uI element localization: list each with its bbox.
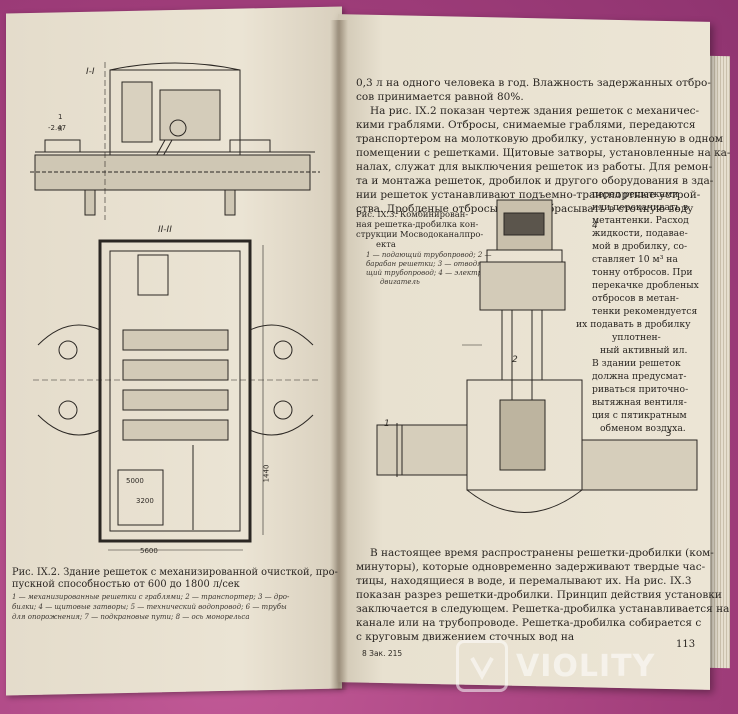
body-line: та и монтажа решеток, дробилок и другого… — [356, 175, 714, 187]
figure-legend-line: барабан решетки; 3 — отводя- — [366, 260, 485, 268]
plan-drawing — [33, 239, 318, 551]
section-mark-left-2: II — [58, 125, 63, 133]
side-line: жидкости, подавае- — [592, 228, 688, 239]
section-drawing-top: -2.47 — [30, 62, 320, 220]
book-gutter — [330, 20, 348, 690]
section-label-top: I-I — [86, 67, 95, 77]
body-line: заключается в следующем. Решетка-дробилк… — [356, 603, 730, 615]
body-line: помещении с решетками. Щитовые затворы, … — [356, 147, 731, 159]
figure-legend-line: 1 — механизированные решетки с граблями;… — [12, 593, 290, 601]
footer-signature: 8 Зак. 215 — [362, 649, 403, 658]
figure-caption-title-2: пускной способностью от 600 до 1800 л/се… — [12, 579, 240, 590]
body-line: налах, служат для выключения решеток из … — [356, 161, 713, 173]
figure-legend-line: для опорожнения; 7 — подкрановые пути; 8… — [12, 613, 250, 621]
section-mark-left-1: 1 — [58, 113, 63, 121]
side-line: мой в дробилку, со- — [592, 241, 688, 252]
figure-label: 4 — [592, 221, 598, 231]
figure-legend-line: щий трубопровод; 4 — электро- — [366, 269, 489, 277]
figure-caption: струкции Мосводоканалпро- — [356, 229, 484, 239]
watermark-logo-icon — [456, 640, 508, 692]
figure-legend-line: билки; 4 — щитовые затворы; 5 — техничес… — [12, 603, 287, 611]
side-line: уплотнен- — [612, 332, 661, 343]
grinder-drawing — [376, 199, 698, 513]
side-line: тонну отбросов. При — [592, 267, 693, 278]
figure-legend-line: 1 — подающий трубопровод; 2 — — [366, 251, 492, 259]
watermark: VIOLITY — [456, 640, 655, 692]
side-line: тенки рекомендуется — [592, 306, 698, 317]
section-label-mid: II-II — [158, 225, 172, 235]
side-line: перед решетками — [592, 189, 679, 200]
side-line: ный активный ил. — [600, 345, 688, 356]
body-line: В настоящее время распространены решетки… — [370, 547, 714, 559]
side-line: В здании решеток — [592, 358, 681, 369]
side-line: отбросов в метан- — [592, 293, 679, 304]
body-line: кими граблями. Отбросы, снимаемые грабля… — [356, 119, 696, 131]
figure-label: 1 — [384, 419, 390, 429]
body-line: с круговым движением сточных вод на — [356, 631, 575, 643]
figure-caption-title: Рис. IX.2. Здание решеток с механизирова… — [12, 567, 338, 578]
figure-label: 3 — [666, 429, 672, 439]
side-line: должна предусмат- — [592, 371, 687, 382]
dimension-label: 3200 — [136, 497, 154, 505]
figure-caption: Рис. IX.3. Комбинирован- — [356, 209, 469, 219]
side-line: их подавать в дробилку — [576, 319, 691, 330]
body-line: тицы, находящиеся в воде, и перемалывают… — [356, 575, 692, 587]
body-line: сов принимается равной 80%. — [356, 91, 524, 103]
side-line: метантенки. Расход — [592, 215, 689, 226]
dimension-label: 1440 — [262, 464, 271, 483]
side-line: вытяжная вентиля- — [592, 397, 687, 408]
body-line: 0,3 л на одного человека в год. Влажност… — [356, 77, 711, 89]
dimension-label: 5000 — [126, 477, 144, 485]
body-line: нии решеток устанавливают подъемно-транс… — [356, 189, 701, 201]
figure-legend-line: двигатель — [380, 278, 420, 286]
side-line: ция с пятикратным — [592, 410, 687, 421]
figure-caption: ная решетка-дробилка кон- — [356, 219, 479, 229]
page-number: 113 — [676, 639, 696, 650]
body-line: показан разрез решетки-дробилки. Принцип… — [356, 589, 722, 601]
dimension-label: 5600 — [140, 547, 158, 555]
side-line: ставляет 10 м³ на — [592, 254, 678, 265]
watermark-text: VIOLITY — [516, 648, 656, 684]
side-line: обменом воздуха. — [600, 423, 686, 434]
body-line: минуторы), которые одновременно задержив… — [356, 561, 706, 573]
figure-caption: екта — [376, 239, 396, 249]
elevation-label: -2.47 — [48, 124, 66, 132]
body-line: На рис. IX.2 показан чертеж здания решет… — [370, 105, 700, 117]
side-line: или перекачивать в — [592, 202, 689, 213]
side-line: риваться приточно- — [592, 384, 689, 395]
side-line: перекачке дробленых — [592, 280, 699, 291]
figure-label: 2 — [512, 355, 518, 365]
body-line: канале или на трубопроводе. Решетка-дроб… — [356, 617, 702, 629]
body-line: транспортером на молотковую дробилку, ус… — [356, 133, 723, 145]
